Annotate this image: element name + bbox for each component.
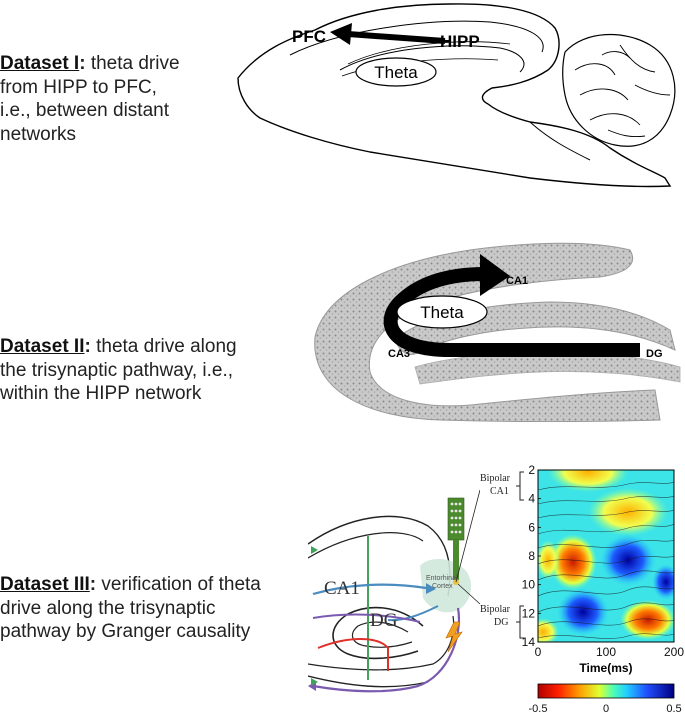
bipolar-ca1-line2: CA1 bbox=[490, 486, 509, 497]
theta-label: Theta bbox=[374, 63, 418, 82]
ec-label-line2: Cortex bbox=[432, 583, 453, 590]
ca1-label: CA1 bbox=[506, 275, 528, 287]
dg-horseshoe-inner bbox=[351, 621, 413, 648]
bipolar-dg-line1: Bipolar bbox=[480, 604, 511, 615]
slice-outer-arc-4 bbox=[308, 615, 455, 671]
cerebellum-folds bbox=[574, 44, 671, 138]
brain-sagittal-diagram: PFC HIPP Theta bbox=[237, 3, 676, 188]
dg-pathway-arrow bbox=[387, 605, 439, 622]
red-fiber bbox=[317, 638, 389, 671]
slice-outer-arc-2 bbox=[308, 532, 424, 559]
colorbar-ticks: -0.5 0 0.5 bbox=[529, 703, 682, 715]
bipolar-ca1-bracket bbox=[516, 471, 524, 501]
slice-dg-label: DG bbox=[370, 610, 398, 631]
recording-slice-schematic: CA1 DG Entorhinal Cortex bbox=[308, 489, 480, 693]
y-tick-label: 8 bbox=[528, 549, 535, 563]
y-axis-ticks: 2 4 6 8 10 12 14 bbox=[522, 463, 541, 649]
theta-label-2: Theta bbox=[420, 303, 464, 322]
x-tick-label: 200 bbox=[664, 645, 684, 659]
y-tick-label: 14 bbox=[522, 635, 536, 649]
brainstem-outline bbox=[529, 121, 591, 161]
colorbar-tick-label: 0.5 bbox=[666, 703, 681, 715]
dataset-1-name: Dataset I bbox=[0, 53, 80, 74]
dataset-2-desc-1: theta drive along bbox=[96, 336, 237, 357]
electrode-stem bbox=[453, 540, 459, 580]
dataset-1-description: Dataset I: theta drive from HIPP to PFC,… bbox=[0, 53, 180, 145]
ca1-pathway-arrow-head bbox=[426, 583, 436, 594]
colorbar-tick-label: -0.5 bbox=[529, 703, 548, 715]
bipolar-dg-bracket bbox=[516, 605, 524, 639]
bipolar-dg-line2: DG bbox=[494, 617, 508, 628]
colorbar-tick-label: 0 bbox=[603, 703, 609, 715]
x-axis-label: Time(ms) bbox=[579, 661, 632, 675]
purple-pathway-2 bbox=[312, 613, 421, 623]
stimulation-bolt-icon bbox=[445, 621, 463, 653]
y-tick-label: 4 bbox=[528, 492, 535, 506]
dataset-3-desc-2: drive along the trisynaptic bbox=[0, 597, 216, 619]
hippocampus-arc-inner bbox=[347, 41, 511, 65]
theta-oval bbox=[355, 57, 437, 87]
green-marker-bottom bbox=[311, 678, 318, 686]
brain-outline bbox=[237, 3, 672, 188]
zoom-line-bottom bbox=[457, 583, 480, 605]
granger-heatmap-figure: Bipolar CA1 Bipolar DG 2 4 6 8 bbox=[480, 463, 685, 715]
colorbar bbox=[537, 683, 675, 699]
electrode-contacts bbox=[450, 502, 462, 534]
dataset-3-desc-3: pathway by Granger causality bbox=[0, 621, 251, 642]
slice-ca1-label: CA1 bbox=[324, 578, 360, 599]
dg-label: DG bbox=[646, 348, 663, 360]
dataset-2-name: Dataset II bbox=[0, 336, 85, 357]
cerebellum-outline bbox=[562, 34, 676, 147]
dataset-1-desc-1: theta drive bbox=[90, 53, 180, 74]
y-tick-label: 12 bbox=[522, 606, 536, 620]
ec-label-line1: Entorhinal bbox=[426, 575, 458, 582]
dataset-1-desc-4: networks bbox=[0, 123, 77, 145]
dataset-3-name: Dataset III bbox=[0, 574, 90, 595]
dataset-3-description: Dataset III: verification of theta drive… bbox=[0, 574, 261, 642]
dataset-2-desc-3: within the HIPP network bbox=[0, 383, 202, 404]
y-tick-label: 6 bbox=[528, 520, 535, 534]
hipp-to-pfc-arrow-shaft bbox=[347, 31, 446, 44]
dataset-1-desc-3: i.e., between distant bbox=[0, 100, 169, 121]
dg-horseshoe-outer bbox=[332, 606, 424, 660]
pfc-label: PFC bbox=[292, 27, 326, 46]
y-tick-label: 10 bbox=[522, 578, 536, 592]
hipp-label: HIPP bbox=[440, 32, 480, 51]
ca1-pathway-arrow bbox=[312, 583, 427, 596]
y-tick-label: 2 bbox=[528, 463, 535, 477]
ca-band bbox=[314, 242, 661, 422]
zoom-line-top bbox=[455, 489, 480, 583]
theta-oval-2 bbox=[396, 295, 488, 329]
slice-outer-arc-3 bbox=[308, 675, 429, 688]
trisynaptic-arrow bbox=[383, 267, 640, 357]
hipp-to-pfc-arrow-head bbox=[330, 23, 352, 45]
bipolar-ca1-line1: Bipolar bbox=[480, 473, 511, 484]
x-axis-ticks: 0 100 200 bbox=[535, 645, 685, 659]
ca3-label: CA3 bbox=[388, 348, 410, 360]
dataset-3-desc-1: verification of theta bbox=[101, 574, 261, 595]
dataset-2-desc-2: the trisynaptic pathway, i.e., bbox=[0, 359, 234, 381]
trisynaptic-arrow-head bbox=[480, 254, 510, 296]
callosum-line bbox=[289, 20, 544, 56]
x-tick-label: 100 bbox=[596, 645, 616, 659]
heatmap-plot bbox=[538, 470, 674, 642]
dataset-2-description: Dataset II: theta drive along the trisyn… bbox=[0, 336, 237, 404]
hippocampus-slice-diagram: Theta CA1 CA3 DG bbox=[314, 242, 681, 422]
hippocampus-arc-outer bbox=[339, 45, 525, 73]
green-marker-top bbox=[311, 546, 318, 554]
dataset-1-desc-2: from HIPP to PFC, bbox=[0, 76, 157, 98]
x-tick-label: 0 bbox=[535, 645, 542, 659]
